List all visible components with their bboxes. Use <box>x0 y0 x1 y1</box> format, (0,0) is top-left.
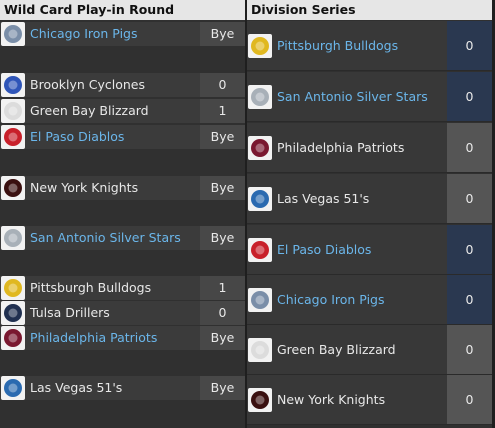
team-score: 0 <box>447 123 492 172</box>
las-vegas-51s-logo <box>248 187 272 211</box>
team-name: Pittsburgh Bulldogs <box>30 280 152 295</box>
team-row: Las Vegas 51's Bye <box>0 376 245 400</box>
team-name: New York Knights <box>277 392 386 407</box>
team-name: Green Bay Blizzard <box>277 342 396 357</box>
team-link[interactable]: El Paso Diablos <box>30 129 125 144</box>
team-row: New York Knights 0 <box>247 375 492 425</box>
team-row: Brooklyn Cyclones 0 <box>0 73 245 97</box>
team-name: Tulsa Drillers <box>30 305 110 320</box>
team-link[interactable]: Philadelphia Patriots <box>30 330 158 345</box>
green-bay-blizzard-logo <box>248 338 272 362</box>
team-name: Las Vegas 51's <box>277 191 370 206</box>
tulsa-drillers-logo <box>1 301 25 325</box>
brooklyn-cyclones-logo <box>1 73 25 97</box>
team-link[interactable]: Chicago Iron Pigs <box>277 292 385 307</box>
new-york-knights-logo <box>1 176 25 200</box>
team-name: Las Vegas 51's <box>30 380 123 395</box>
team-score: 1 <box>200 276 245 300</box>
bye-badge: Bye <box>200 376 245 400</box>
philadelphia-patriots-logo <box>248 136 272 160</box>
team-row: New York Knights Bye <box>0 176 245 200</box>
pittsburgh-bulldogs-logo <box>1 276 25 300</box>
team-name: Green Bay Blizzard <box>30 103 149 118</box>
bye-badge: Bye <box>200 226 245 250</box>
wildcard-header: Wild Card Play-in Round <box>0 0 245 20</box>
bye-badge: Bye <box>200 22 245 46</box>
bye-badge: Bye <box>200 176 245 200</box>
team-score: 0 <box>200 73 245 97</box>
division-header: Division Series <box>247 0 492 20</box>
team-row: El Paso Diablos 0 <box>247 225 492 275</box>
chicago-iron-pigs-logo <box>1 22 25 46</box>
team-row: El Paso Diablos Bye <box>0 125 245 149</box>
team-row: Chicago Iron Pigs Bye <box>0 22 245 46</box>
panel-divider <box>245 0 247 428</box>
team-link[interactable]: San Antonio Silver Stars <box>277 89 428 104</box>
team-row: Green Bay Blizzard 1 <box>0 99 245 123</box>
team-row: Pittsburgh Bulldogs 0 <box>247 21 492 71</box>
wildcard-panel: Wild Card Play-in Round Chicago Iron Pig… <box>0 0 245 428</box>
right-edge <box>492 0 495 428</box>
team-row: San Antonio Silver Stars 0 <box>247 72 492 122</box>
team-row: Tulsa Drillers 0 <box>0 301 245 325</box>
team-score: 0 <box>447 325 492 374</box>
las-vegas-51s-logo <box>1 376 25 400</box>
el-paso-diablos-logo <box>248 238 272 262</box>
team-row: Philadelphia Patriots 0 <box>247 123 492 173</box>
team-score: 0 <box>447 375 492 424</box>
team-row: San Antonio Silver Stars Bye <box>0 226 245 250</box>
team-link[interactable]: Chicago Iron Pigs <box>30 26 138 41</box>
bye-badge: Bye <box>200 125 245 149</box>
san-antonio-silver-stars-logo <box>1 226 25 250</box>
team-score: 0 <box>200 301 245 325</box>
new-york-knights-logo <box>248 388 272 412</box>
team-score: 0 <box>447 225 492 274</box>
team-score: 0 <box>447 72 492 121</box>
team-row: Chicago Iron Pigs 0 <box>247 275 492 325</box>
team-name: Brooklyn Cyclones <box>30 77 145 92</box>
el-paso-diablos-logo <box>1 125 25 149</box>
team-row: Philadelphia Patriots Bye <box>0 326 245 350</box>
team-name: New York Knights <box>30 180 139 195</box>
team-link[interactable]: San Antonio Silver Stars <box>30 230 181 245</box>
bye-badge: Bye <box>200 326 245 350</box>
san-antonio-silver-stars-logo <box>248 85 272 109</box>
team-row: Pittsburgh Bulldogs 1 <box>0 276 245 300</box>
team-score: 0 <box>447 21 492 70</box>
team-link[interactable]: Pittsburgh Bulldogs <box>277 38 399 53</box>
team-row: Las Vegas 51's 0 <box>247 174 492 224</box>
team-row: Green Bay Blizzard 0 <box>247 325 492 375</box>
chicago-iron-pigs-logo <box>248 288 272 312</box>
team-score: 0 <box>447 174 492 223</box>
team-link[interactable]: El Paso Diablos <box>277 242 372 257</box>
philadelphia-patriots-logo <box>1 326 25 350</box>
green-bay-blizzard-logo <box>1 99 25 123</box>
pittsburgh-bulldogs-logo <box>248 34 272 58</box>
team-score: 1 <box>200 99 245 123</box>
team-name: Philadelphia Patriots <box>277 140 405 155</box>
team-score: 0 <box>447 275 492 324</box>
